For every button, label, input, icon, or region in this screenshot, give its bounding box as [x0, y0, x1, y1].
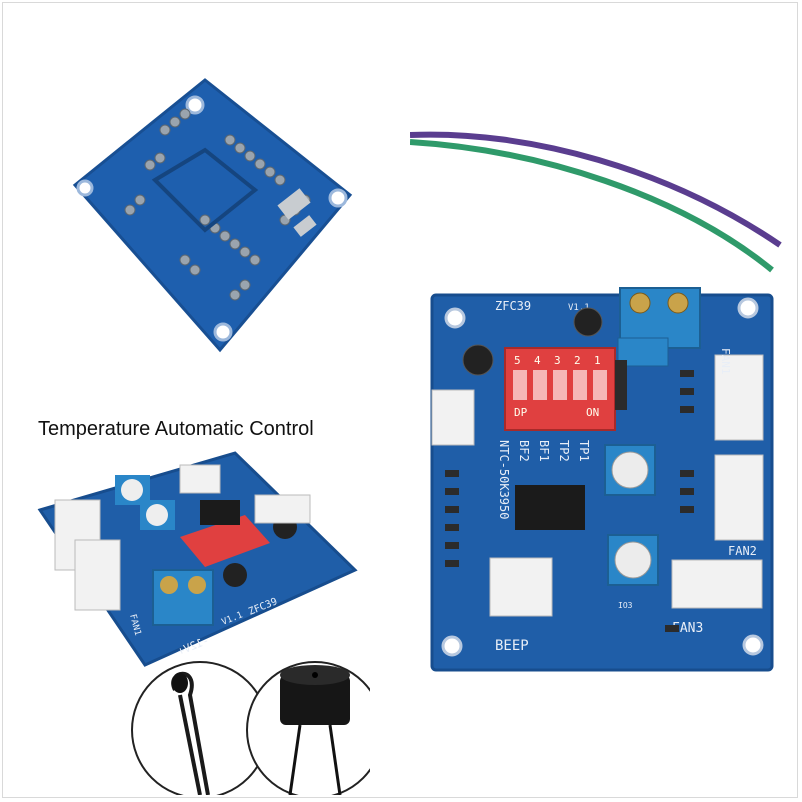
dip-dp-label: DP	[514, 406, 528, 419]
bf1-label: BF1	[537, 440, 551, 462]
dip-on-label: ON	[586, 406, 599, 419]
fan1-label: FAN1	[719, 348, 732, 375]
board-version-label: V1.1	[568, 303, 590, 313]
dip-number-2: 2	[574, 354, 581, 367]
product-caption: Temperature Automatic Control	[38, 418, 314, 440]
beep-label: BEEP	[495, 638, 529, 654]
tp1-label: TP1	[577, 440, 591, 462]
pcb-front-photo: ZFC39 V1.1 5 4 3 2 1 DP ON NTC-50K3950 B…	[409, 110, 795, 680]
board-model-label: ZFC39	[495, 299, 531, 313]
dip-number-3: 3	[554, 354, 561, 367]
dip-number-4: 4	[534, 354, 541, 367]
sensor-buzzer-photo	[130, 655, 384, 799]
part-io3-label: IO3	[618, 601, 633, 610]
dip-number-1: 1	[594, 354, 601, 367]
dip-number-5: 5	[514, 354, 521, 367]
ntc-label: NTC-50K3950	[497, 440, 511, 519]
fan3-label: FAN3	[672, 621, 703, 636]
pcb-angled-photo: ZFC39 V1.1 -12V+ FAN1	[35, 445, 365, 670]
pcb-back-photo	[55, 70, 365, 360]
fan2-label: FAN2	[728, 544, 757, 558]
tp2-label: TP2	[557, 440, 571, 462]
bf2-label: BF2	[517, 440, 531, 462]
